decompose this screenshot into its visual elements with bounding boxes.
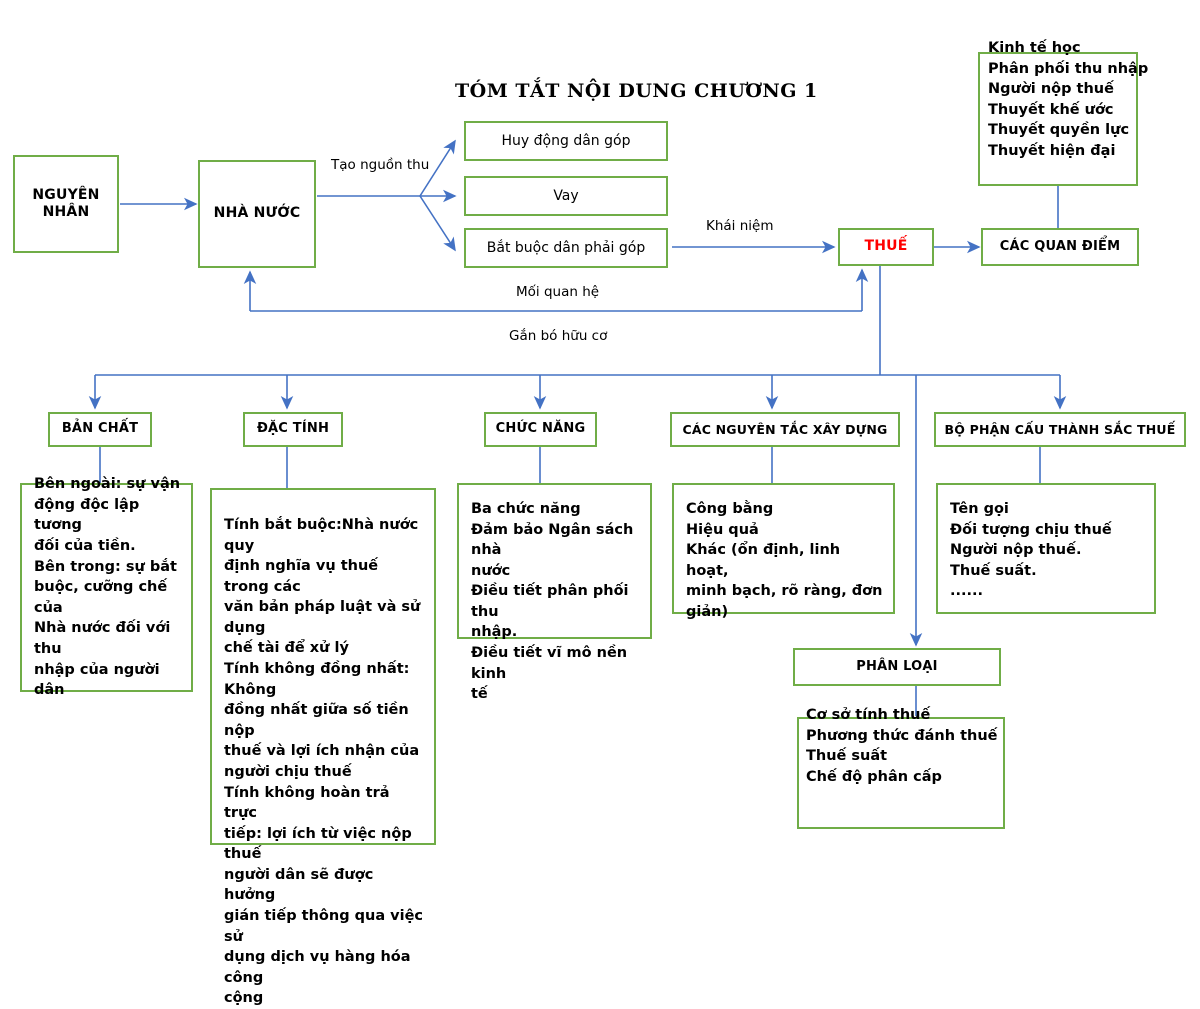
edge-label-khai-niem: Khái niệm (706, 218, 774, 234)
branch-body-ban-chat-text: Bên ngoài: sự vận động độc lập tương đối… (34, 476, 181, 699)
node-vay[interactable]: Vay (464, 176, 668, 216)
node-bat-buoc-dan-phai-gop[interactable]: Bắt buộc dân phải góp (464, 228, 668, 268)
branch-header-dac-tinh[interactable]: ĐẶC TÍNH (243, 412, 343, 447)
branch-header-nguyen-tac-label: CÁC NGUYÊN TẮC XÂY DỰNG (682, 421, 888, 437)
node-nguyen-nhan-label: NGUYÊN NHÂN (32, 186, 100, 221)
node-phan-loai-body-text: Cơ sở tính thuế Phương thức đánh thuế Th… (806, 707, 998, 785)
branch-body-nguyen-tac: Công bằng Hiệu quả Khác (ổn định, linh h… (672, 483, 895, 620)
branch-header-chuc-nang[interactable]: CHỨC NĂNG (484, 412, 597, 447)
branch-body-bo-phan: Tên gọi Đối tượng chịu thuế Người nộp th… (936, 483, 1156, 614)
edge-label-gan-bo-huu-co: Gắn bó hữu cơ (509, 328, 608, 344)
branch-body-dac-tinh: Tính bắt buộc:Nhà nước quy định nghĩa vụ… (210, 488, 436, 1006)
branch-header-ban-chat[interactable]: BẢN CHẤT (48, 412, 152, 447)
node-bat-buoc-dan-phai-gop-label: Bắt buộc dân phải góp (486, 240, 646, 256)
branch-header-bo-phan[interactable]: BỘ PHẬN CẤU THÀNH SẮC THUẾ (934, 412, 1186, 447)
node-cac-quan-diem-label: CÁC QUAN ĐIỂM (999, 238, 1121, 254)
node-phan-loai-label: PHÂN LOẠI (856, 658, 938, 674)
branch-body-ban-chat: Bên ngoài: sự vận động độc lập tương đối… (20, 476, 193, 698)
node-nha-nuoc[interactable]: NHÀ NƯỚC (198, 160, 316, 268)
branch-body-bo-phan-text: Tên gọi Đối tượng chịu thuế Người nộp th… (950, 501, 1112, 600)
diagram-canvas: TÓM TẮT NỘI DUNG CHƯƠNG 1 NGUYÊN NHÂN NH… (13, 40, 1186, 1006)
edge-label-moi-quan-he: Mối quan hệ (516, 284, 600, 300)
node-thue-label: THUẾ (864, 238, 908, 255)
page-title: TÓM TẮT NỘI DUNG CHƯƠNG 1 (455, 80, 818, 102)
branch-header-ban-chat-label: BẢN CHẤT (61, 421, 139, 437)
branch-header-nguyen-tac[interactable]: CÁC NGUYÊN TẮC XÂY DỰNG (670, 412, 900, 447)
node-huy-dong-dan-gop-label: Huy động dân góp (501, 133, 631, 149)
edge-label-tao-nguon-thu: Tạo nguồn thu (331, 157, 430, 173)
node-nha-nuoc-label: NHÀ NƯỚC (213, 205, 301, 222)
branch-body-chuc-nang-text: Ba chức năng Đảm bảo Ngân sách nhà nước … (471, 501, 634, 703)
branch-header-chuc-nang-label: CHỨC NĂNG (495, 421, 586, 437)
node-thue[interactable]: THUẾ (838, 228, 934, 266)
node-phan-loai-body (797, 717, 1005, 829)
node-nguyen-nhan[interactable]: NGUYÊN NHÂN (13, 155, 119, 253)
branch-body-nguyen-tac-text: Công bằng Hiệu quả Khác (ổn định, linh h… (686, 501, 883, 620)
branch-header-bo-phan-label: BỘ PHẬN CẤU THÀNH SẮC THUẾ (944, 421, 1176, 437)
node-huy-dong-dan-gop[interactable]: Huy động dân góp (464, 121, 668, 161)
node-cac-quan-diem[interactable]: CÁC QUAN ĐIỂM (981, 228, 1139, 266)
branch-header-dac-tinh-label: ĐẶC TÍNH (256, 421, 330, 437)
branch-body-dac-tinh-text: Tính bắt buộc:Nhà nước quy định nghĩa vụ… (224, 517, 424, 1007)
node-vay-label: Vay (553, 188, 579, 204)
node-phan-loai[interactable]: PHÂN LOẠI (793, 648, 1001, 686)
node-kinh-te-hoc[interactable] (978, 52, 1138, 186)
branch-body-chuc-nang: Ba chức năng Đảm bảo Ngân sách nhà nước … (457, 483, 652, 702)
node-kinh-te-hoc-label: Kinh tế học Phân phối thu nhập Người nộp… (988, 40, 1149, 159)
